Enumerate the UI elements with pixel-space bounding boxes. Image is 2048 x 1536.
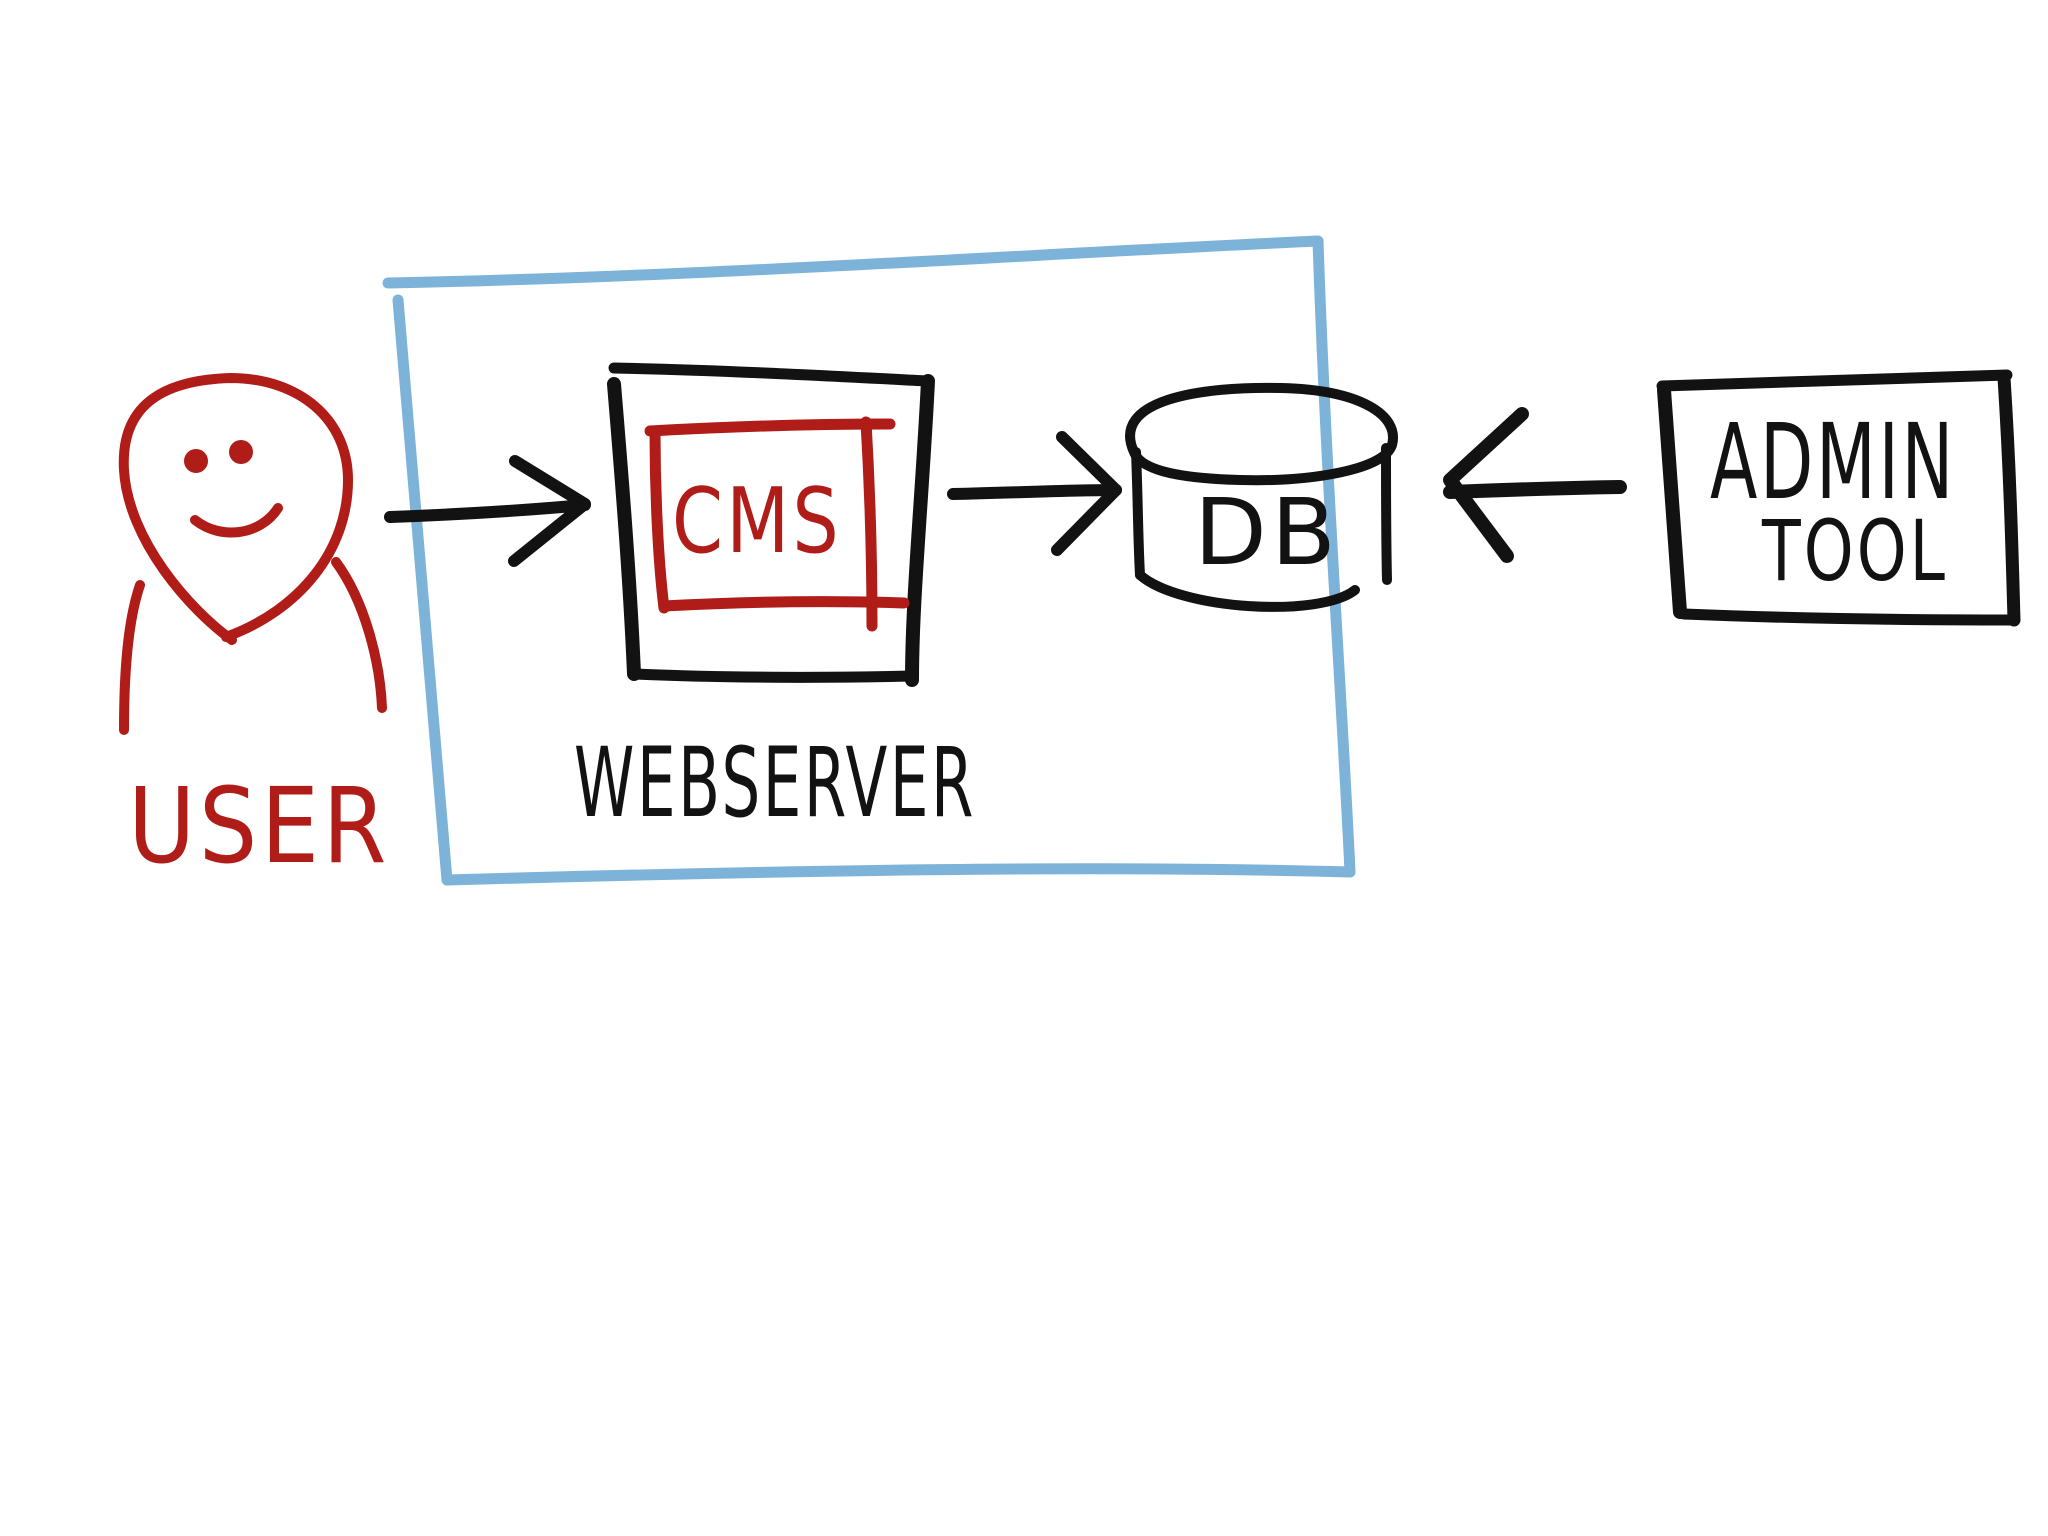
admin-tool-box bbox=[1656, 369, 2021, 627]
arrow-admin-to-db bbox=[1443, 407, 1627, 563]
user-node: USER bbox=[118, 373, 390, 887]
cms-label: CMS bbox=[672, 469, 842, 574]
arrow-cms-to-db bbox=[947, 431, 1122, 556]
hosting-boundary bbox=[382, 235, 1356, 886]
db-label: DB bbox=[1194, 479, 1340, 586]
person-icon bbox=[118, 373, 387, 735]
user-label: USER bbox=[128, 765, 390, 887]
admin-tool-label-line1: ADMIN bbox=[1710, 401, 1956, 523]
webserver-box bbox=[607, 362, 935, 687]
cms-box bbox=[644, 416, 910, 632]
database-icon bbox=[1125, 382, 1398, 612]
webserver-label: WEBSERVER bbox=[574, 727, 976, 839]
person-eyes bbox=[184, 440, 253, 473]
admin-tool-label-line2: TOOL bbox=[1761, 502, 1948, 600]
arrow-user-to-cms bbox=[384, 455, 591, 567]
